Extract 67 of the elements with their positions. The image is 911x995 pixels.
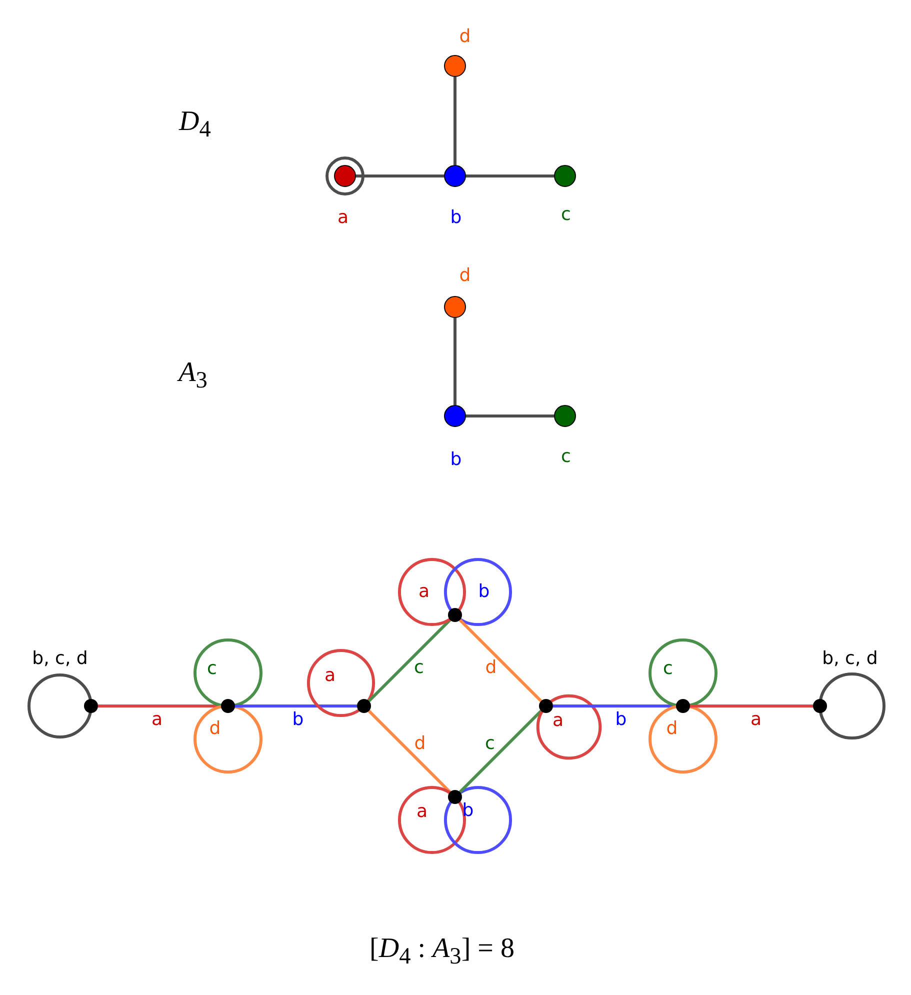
edge-label: c — [207, 660, 217, 678]
edge-label: b — [462, 802, 474, 820]
vertex-label: b — [450, 451, 462, 469]
graph-vertex — [84, 699, 98, 713]
edge-label: a — [416, 803, 428, 821]
edge-label: b — [292, 711, 304, 729]
edge-line — [458, 618, 542, 702]
graph-name: A$_{3}$ — [178, 359, 208, 393]
edge-label: c — [485, 735, 495, 753]
edge-label: d — [414, 735, 426, 753]
vertex-label: b — [450, 209, 462, 227]
edge-label: c — [414, 659, 424, 677]
edge-line — [454, 77, 456, 165]
edge-label: a — [552, 712, 564, 730]
vertex-dot — [554, 165, 576, 187]
edge-line — [235, 704, 357, 708]
edge-line — [690, 704, 813, 708]
edge-line — [368, 710, 452, 794]
loop-edge — [194, 704, 262, 774]
loop-edge — [398, 558, 466, 626]
edge-line — [356, 174, 444, 178]
loop-edge — [648, 638, 718, 708]
vertex-label: d — [459, 267, 471, 285]
edge-line — [368, 618, 452, 702]
edge-label: a — [418, 583, 430, 601]
vertex-dot — [554, 405, 576, 427]
caption: [D$_{4}$ : A$_{3}$] = 8 — [370, 935, 514, 969]
edge-label: b, c, d — [822, 650, 878, 668]
vertex-label: a — [337, 209, 349, 227]
loop-edge — [28, 674, 92, 738]
vertex-dot — [444, 296, 466, 318]
vertex-dot — [334, 165, 356, 187]
loop-edge — [444, 786, 512, 854]
edge-label: c — [663, 660, 673, 678]
edge-label: b — [478, 583, 490, 601]
edge-label: a — [750, 711, 762, 729]
loop-edge — [398, 786, 466, 854]
edge-label: a — [324, 667, 336, 685]
edge-label: d — [485, 659, 497, 677]
edge-label: d — [209, 720, 221, 738]
vertex-dot — [444, 405, 466, 427]
edge-line — [454, 318, 456, 405]
graph-vertex — [813, 699, 827, 713]
graph-vertex — [676, 699, 690, 713]
vertex-label: c — [561, 448, 571, 466]
edge-label: a — [151, 711, 163, 729]
edge-label: b, c, d — [32, 650, 88, 668]
edge-label: d — [666, 720, 678, 738]
loop-edge — [444, 558, 512, 626]
graph-vertex — [539, 699, 553, 713]
edge-line — [466, 414, 554, 418]
graph-vertex — [357, 699, 371, 713]
vertex-dot — [444, 55, 466, 77]
loop-edge — [648, 704, 718, 774]
graph-name: D$_{4}$ — [179, 108, 211, 142]
loop-edge — [818, 672, 886, 740]
edge-line — [466, 174, 554, 178]
vertex-dot — [444, 165, 466, 187]
vertex-label: c — [561, 206, 571, 224]
edge-line — [458, 710, 542, 794]
graph-vertex — [221, 699, 235, 713]
loop-edge — [307, 649, 375, 717]
graph-vertex — [448, 790, 462, 804]
edge-label: b — [615, 711, 627, 729]
vertex-label: d — [459, 28, 471, 46]
loop-edge — [536, 694, 602, 760]
loop-edge — [194, 638, 262, 708]
